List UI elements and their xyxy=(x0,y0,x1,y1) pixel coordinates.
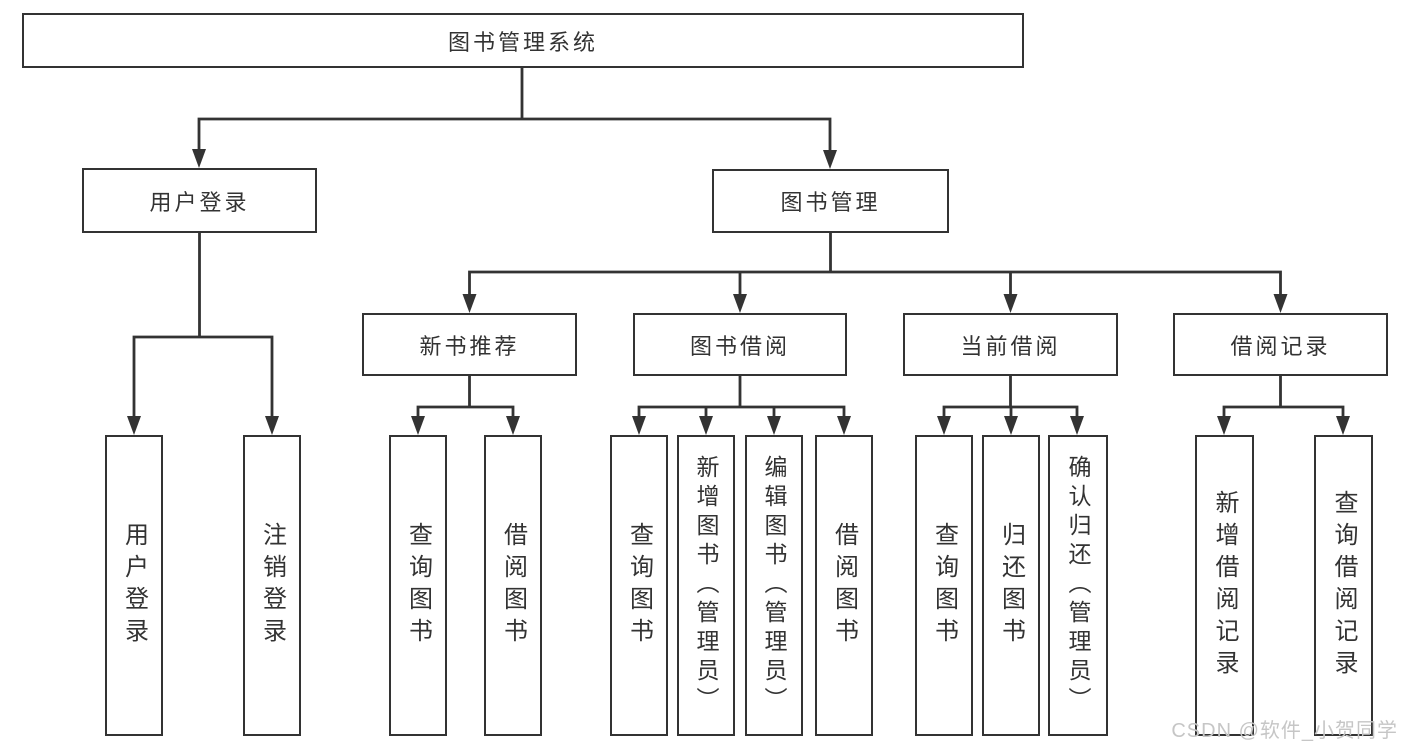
connector-new-book-leaves xyxy=(416,374,515,421)
node-library-management-system: 图书管理系统 xyxy=(22,13,1024,68)
leaf-borrow-books: 借阅图书 xyxy=(484,435,542,736)
connector-root-to-level2 xyxy=(197,66,832,155)
leaf-query-books-2: 查询图书 xyxy=(610,435,668,736)
leaf-add-books-admin: 新增图书（管理员） xyxy=(677,435,735,736)
leaf-borrow-books-2: 借阅图书 xyxy=(815,435,873,736)
node-user-login: 用户登录 xyxy=(82,168,317,233)
node-book-borrowing: 图书借阅 xyxy=(633,313,847,376)
node-current-borrowing: 当前借阅 xyxy=(903,313,1118,376)
connector-user-login-leaves xyxy=(132,231,274,421)
arrowheads xyxy=(127,149,1350,435)
node-book-management: 图书管理 xyxy=(712,169,949,233)
watermark: CSDN @软件_小贺同学 xyxy=(1171,720,1398,742)
leaf-logout: 注销登录 xyxy=(243,435,301,736)
leaf-return-books: 归还图书 xyxy=(982,435,1040,736)
connector-book-borrowing-leaves xyxy=(637,374,846,421)
leaf-query-books-3: 查询图书 xyxy=(915,435,973,736)
leaf-query-books: 查询图书 xyxy=(389,435,447,736)
leaf-query-borrow-record: 查询借阅记录 xyxy=(1314,435,1373,736)
node-new-book-recommendation: 新书推荐 xyxy=(362,313,577,376)
leaf-user-login: 用户登录 xyxy=(105,435,163,736)
leaf-confirm-return-admin: 确认归还（管理员） xyxy=(1048,435,1108,736)
leaf-edit-books-admin: 编辑图书（管理员） xyxy=(745,435,803,736)
leaf-add-borrow-record: 新增借阅记录 xyxy=(1195,435,1254,736)
connector-book-management-level3 xyxy=(468,231,1282,299)
connector-borrowing-records-leaves xyxy=(1222,374,1345,421)
connector-current-borrowing-leaves xyxy=(942,374,1079,421)
node-borrowing-records: 借阅记录 xyxy=(1173,313,1388,376)
